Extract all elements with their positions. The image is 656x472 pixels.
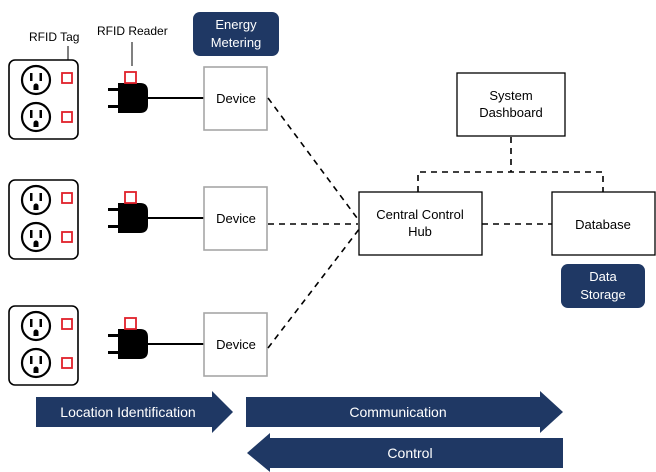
energy-metering-badge: Energy Metering — [193, 12, 279, 56]
rfid-tag-marker — [61, 357, 73, 369]
socket-face — [20, 101, 52, 133]
svg-text:Metering: Metering — [211, 35, 262, 50]
svg-text:Storage: Storage — [580, 287, 626, 302]
rfid-tag-marker — [61, 318, 73, 330]
outlet-row-3: Device — [8, 305, 268, 386]
rfid-tag-marker — [61, 72, 73, 84]
link-device1-hub — [267, 97, 361, 223]
rfid-reader-marker — [124, 317, 137, 330]
rfid-tag-marker — [61, 231, 73, 243]
plug-icon — [108, 329, 148, 359]
control-arrow: Control — [247, 433, 563, 472]
svg-text:Central Control: Central Control — [376, 207, 464, 222]
outlet-row-1: Device — [8, 59, 268, 140]
device-label: Device — [216, 91, 256, 106]
svg-text:Energy: Energy — [215, 17, 257, 32]
rfid-tag-label: RFID Tag — [29, 30, 79, 44]
link-dashboard-bus — [417, 171, 604, 192]
svg-text:Location Identification: Location Identification — [60, 404, 195, 420]
socket-face — [20, 221, 52, 253]
communication-links — [267, 97, 604, 349]
rfid-reader-marker — [124, 71, 137, 84]
location-identification-arrow: Location Identification — [36, 391, 233, 433]
svg-text:Control: Control — [387, 445, 432, 461]
communication-arrow: Communication — [246, 391, 563, 433]
rfid-reader-label: RFID Reader — [97, 24, 168, 38]
svg-text:Database: Database — [575, 217, 631, 232]
socket-face — [20, 184, 52, 216]
outlet-row-2: Device — [8, 179, 268, 260]
svg-text:Data: Data — [589, 269, 617, 284]
rfid-tag-marker — [61, 111, 73, 123]
rfid-reader-marker — [124, 191, 137, 204]
socket-face — [20, 64, 52, 96]
system-dashboard-box: System Dashboard — [456, 72, 566, 137]
svg-text:Communication: Communication — [349, 404, 446, 420]
svg-text:Dashboard: Dashboard — [479, 105, 543, 120]
socket-face — [20, 347, 52, 379]
svg-text:System: System — [489, 88, 532, 103]
device-label: Device — [216, 211, 256, 226]
device-box: Device — [203, 312, 268, 377]
svg-text:Hub: Hub — [408, 224, 432, 239]
rfid-tag-marker — [61, 192, 73, 204]
device-box: Device — [203, 66, 268, 131]
device-box: Device — [203, 186, 268, 251]
data-storage-badge: Data Storage — [561, 264, 645, 308]
link-device3-hub — [267, 227, 361, 349]
device-label: Device — [216, 337, 256, 352]
socket-face — [20, 310, 52, 342]
central-control-hub-box: Central Control Hub — [358, 191, 483, 256]
database-box: Database — [551, 191, 656, 256]
plug-icon — [108, 203, 148, 233]
plug-icon — [108, 83, 148, 113]
